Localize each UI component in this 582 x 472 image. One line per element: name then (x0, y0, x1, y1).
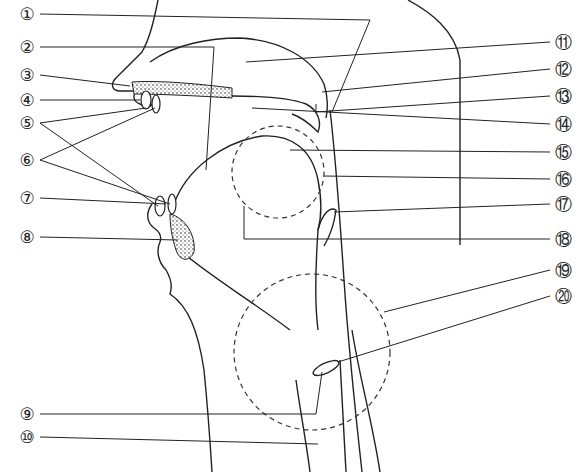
callout-number: ⑲ (551, 259, 575, 281)
callout-number: ⑳ (551, 285, 575, 307)
callout-number: ⑤ (15, 112, 39, 134)
tongue (174, 136, 321, 330)
epiglottis (318, 209, 336, 246)
trachea-front (296, 380, 310, 472)
callout-number: ④ (15, 89, 39, 111)
callout-number: ⑰ (551, 193, 575, 215)
leader-line (40, 100, 140, 101)
leader-line (338, 296, 550, 362)
upper-tooth (152, 95, 160, 113)
outlines (113, 0, 460, 472)
leader-line (40, 14, 370, 112)
callout-number: ⑥ (15, 149, 39, 171)
region-circle (232, 126, 324, 218)
leader-line (324, 176, 550, 179)
leader-line (316, 96, 550, 112)
callout-number: ⑯ (551, 168, 575, 190)
face-profile (113, 0, 212, 472)
leader-line (246, 42, 550, 62)
callout-number: ⑩ (15, 426, 39, 448)
leader-line (244, 206, 550, 239)
callout-number: ② (15, 36, 39, 58)
callout-number: ⑬ (551, 85, 575, 107)
esophagus (352, 330, 380, 472)
callout-number: ⑨ (15, 403, 39, 425)
callout-number: ⑧ (15, 226, 39, 248)
callout-number: ⑭ (551, 113, 575, 135)
callout-number: ⑦ (15, 187, 39, 209)
callout-number: ⑫ (551, 58, 575, 80)
leader-line (40, 437, 318, 444)
callout-number: ⑱ (551, 228, 575, 250)
callout-number: ③ (15, 64, 39, 86)
callout-number: ① (15, 3, 39, 25)
region-circle (234, 274, 390, 430)
callout-number: ⑮ (551, 141, 575, 163)
leader-line (334, 204, 550, 212)
leader-line (384, 270, 550, 312)
leader-line (40, 75, 130, 86)
nasal-cavity (150, 38, 327, 118)
leader-line (40, 108, 158, 206)
trachea-back (340, 360, 346, 472)
leader-line (40, 108, 170, 204)
upper-lip (141, 91, 151, 109)
leader-line (322, 69, 550, 92)
callout-number: ⑪ (551, 31, 575, 53)
leader-lines (40, 14, 550, 444)
leader-line (40, 372, 322, 414)
leader-line (252, 108, 550, 124)
vocal-fold (311, 358, 341, 379)
pharynx-wall (330, 110, 362, 472)
lower-jaw-bone (170, 214, 194, 259)
soft-palate (232, 96, 320, 132)
jaw-floor (182, 252, 290, 330)
leader-line (40, 237, 178, 240)
leader-line (40, 47, 214, 170)
leader-line (290, 150, 550, 152)
leader-line (40, 198, 166, 204)
